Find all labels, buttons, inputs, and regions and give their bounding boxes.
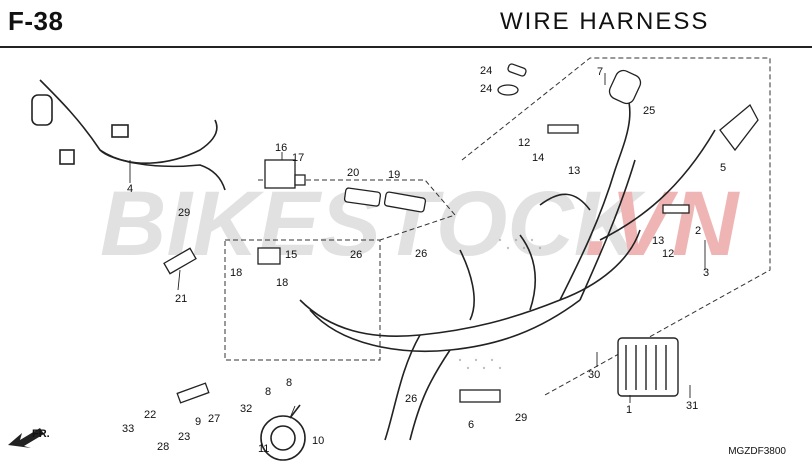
callout-11: 11 (258, 443, 269, 455)
callout-13b: 13 (652, 235, 664, 247)
callout-22: 22 (144, 409, 156, 421)
callout-4: 4 (127, 183, 133, 195)
sub-harness-4 (31, 79, 226, 191)
callout-25: 25 (643, 105, 655, 117)
figure-code-title: F-38 (8, 6, 64, 36)
watermark-accent: .VN (585, 173, 741, 275)
callout-5: 5 (720, 162, 726, 174)
part-19 (383, 191, 427, 213)
callout-31: 31 (686, 400, 698, 412)
callout-12a: 12 (518, 137, 530, 149)
callout-20: 20 (347, 167, 359, 179)
callout-29b: 29 (515, 412, 527, 424)
callout-24a: 24 (480, 65, 492, 77)
header-divider (0, 46, 812, 48)
callout-9: 9 (195, 416, 201, 428)
callout-27: 27 (208, 413, 220, 425)
part-12-upper (547, 124, 579, 134)
callout-3: 3 (703, 267, 709, 279)
callout-14: 14 (532, 152, 544, 164)
callout-1: 1 (626, 404, 632, 416)
figure-reference-code: MGZDF3800 (728, 446, 786, 457)
callout-numbers: 24 24 7 25 12 14 13 16 17 20 19 5 29 13 … (122, 65, 726, 455)
arrow-icon (8, 428, 44, 448)
bracket-6 (459, 389, 501, 403)
regulator-rectifier (617, 337, 679, 397)
direction-label: FR. (32, 428, 50, 440)
front-direction-indicator: FR. (8, 428, 50, 448)
part-15 (257, 247, 281, 265)
dotted-region (458, 238, 542, 370)
part-20 (343, 187, 382, 207)
callout-18b: 18 (276, 277, 288, 289)
callout-29a: 29 (178, 207, 190, 219)
callout-2: 2 (695, 225, 701, 237)
bracket-21 (163, 247, 197, 275)
callout-8b: 8 (286, 377, 292, 389)
part-12-lower (662, 204, 690, 214)
callout-23: 23 (178, 431, 190, 443)
callout-21: 21 (175, 293, 187, 305)
callout-8a: 8 (265, 386, 271, 398)
callout-18a: 18 (230, 267, 242, 279)
assembly-outlines (224, 57, 771, 396)
callout-30: 30 (588, 369, 600, 381)
callout-28: 28 (157, 441, 169, 453)
ring-24 (497, 84, 519, 96)
relay-16 (264, 159, 296, 189)
callout-15: 15 (285, 249, 297, 261)
callout-24b: 24 (480, 83, 492, 95)
cover-5 (719, 103, 759, 152)
watermark: BIKESTOCK .VN (100, 173, 741, 275)
callout-33: 33 (122, 423, 134, 435)
callout-26b: 26 (415, 248, 427, 260)
callout-6: 6 (468, 419, 474, 431)
horn (260, 404, 306, 461)
bracket-9 (176, 382, 210, 404)
page-title: WIRE HARNESS (500, 8, 710, 35)
wire-harness-body (299, 79, 716, 441)
band-24 (507, 63, 527, 77)
callout-26a: 26 (350, 249, 362, 261)
callout-10: 10 (312, 435, 324, 447)
leader-lines (129, 73, 706, 419)
part-7 (608, 69, 642, 105)
callout-17: 17 (292, 152, 304, 164)
small-parts (163, 63, 759, 404)
part-17 (294, 174, 306, 186)
callout-13a: 13 (568, 165, 580, 177)
callout-32: 32 (240, 403, 252, 415)
callout-16: 16 (275, 142, 287, 154)
callout-26c: 26 (405, 393, 417, 405)
callout-7: 7 (597, 66, 603, 78)
callout-12b: 12 (662, 248, 674, 260)
callout-19: 19 (388, 169, 400, 181)
